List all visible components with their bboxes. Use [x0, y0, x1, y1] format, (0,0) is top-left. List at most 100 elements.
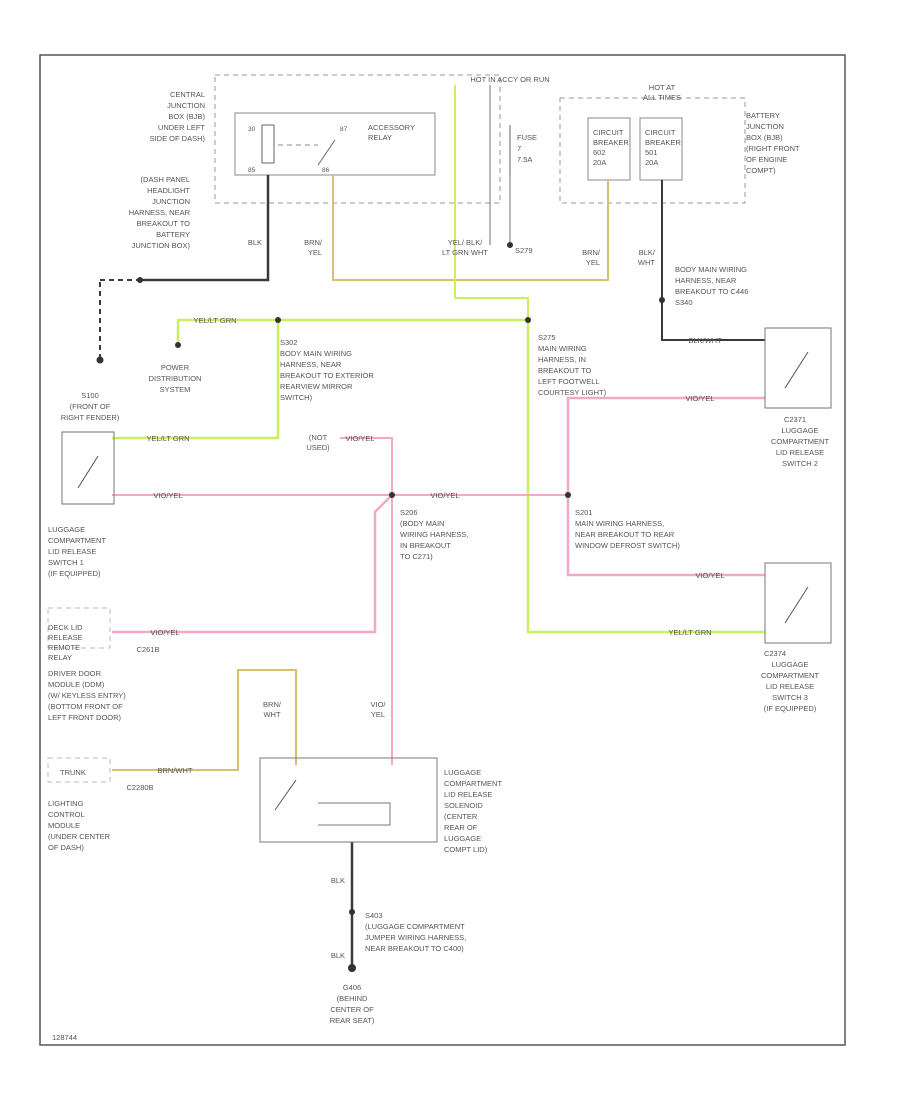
- label-line: WIRING HARNESS,: [400, 530, 468, 539]
- wire-vio-yel-deck-lid: [112, 494, 393, 634]
- label-line: DRIVER DOOR: [48, 669, 102, 678]
- wire-vio-yel-s201-switch2: [566, 396, 765, 495]
- wire-blk-wht-bjb-switch2: [661, 180, 765, 341]
- label-line: SOLENOID: [444, 801, 483, 810]
- splice-s201: [565, 492, 571, 498]
- label-line: MAIN WIRING: [538, 344, 587, 353]
- splice-bjb-blk: [659, 297, 665, 303]
- label-line: VIO/YEL: [345, 434, 374, 443]
- label-line: BLK: [331, 876, 345, 885]
- label-line: BODY MAIN WIRING: [280, 349, 352, 358]
- label-line: YEL/LT GRN: [668, 628, 711, 637]
- label-line: (BODY MAIN: [400, 519, 444, 528]
- label-line: BREAKER: [593, 138, 629, 147]
- splice-blk-top: [137, 277, 143, 283]
- label-c2280b: C2280B: [126, 783, 153, 792]
- label-line: (NOT: [309, 433, 328, 442]
- accessory-relay-box: [234, 112, 436, 176]
- label-line: BLK/: [639, 248, 656, 257]
- label-line: C2280B: [126, 783, 153, 792]
- label-w-vio-yel-deck: VIO/YEL: [150, 628, 179, 637]
- ground-s100: [96, 356, 104, 364]
- label-line: BATTERY: [156, 230, 190, 239]
- label-line: REMOTE: [48, 643, 80, 652]
- relay-pin-label: 30: [248, 126, 256, 133]
- label-line: SWITCH): [280, 393, 313, 402]
- label-line: REARVIEW MIRROR: [280, 382, 353, 391]
- label-line: LID RELEASE: [444, 790, 492, 799]
- label-line: YEL/LT GRN: [146, 434, 189, 443]
- label-line: (CENTER: [444, 812, 478, 821]
- label-line: NEAR BREAKOUT TO C400): [365, 944, 464, 953]
- label-line: BREAKER: [645, 138, 681, 147]
- label-w-brn-wht: BRN/WHT: [263, 700, 282, 719]
- label-w-blk-wht-c: BLK/WHT: [688, 336, 722, 345]
- label-line: TRUNK: [60, 768, 86, 777]
- relay-pin-label: 87: [340, 126, 348, 133]
- label-line: OF ENGINE: [746, 155, 787, 164]
- label-line: (BOTTOM FRONT OF: [48, 702, 123, 711]
- label-line: BLK: [248, 238, 262, 247]
- splice-s302: [275, 317, 281, 323]
- relay-pin-label: 86: [322, 167, 330, 174]
- label-w-vio-yel-b: VIO/YEL: [345, 434, 374, 443]
- label-line: BREAKOUT TO C446: [675, 287, 748, 296]
- label-line: HEADLIGHT: [147, 186, 190, 195]
- label-line: CENTRAL: [170, 90, 205, 99]
- label-line: COMPT): [746, 166, 776, 175]
- label-line: RIGHT FENDER): [61, 413, 120, 422]
- solenoid-box: [259, 757, 438, 843]
- label-line: JUNCTION: [167, 101, 205, 110]
- label-line: VIO/YEL: [150, 628, 179, 637]
- label-line: ACCESSORY: [368, 123, 415, 132]
- label-line: VIO/YEL: [430, 491, 459, 500]
- label-line: BOX (BJB): [168, 112, 205, 121]
- label-line: LUGGAGE: [444, 834, 481, 843]
- label-line: 602: [593, 148, 606, 157]
- label-line: RELAY: [48, 653, 72, 662]
- label-line: SWITCH 3: [772, 693, 808, 702]
- label-line: YEL: [308, 248, 322, 257]
- label-line: MAIN WIRING HARNESS,: [575, 519, 664, 528]
- label-line: JUMPER WIRING HARNESS,: [365, 933, 466, 942]
- label-line: BRN/: [582, 248, 601, 257]
- label-line: VIO/: [370, 700, 386, 709]
- switch1-box: [61, 431, 115, 505]
- label-line: RELAY: [368, 133, 392, 142]
- label-line: LUGGAGE: [771, 660, 808, 669]
- label-line: RELEASE: [48, 633, 83, 642]
- label-line: LIGHTING: [48, 799, 84, 808]
- wire-yel-grn-top: [176, 318, 765, 634]
- central-junction-box: [214, 74, 501, 204]
- label-line: (RIGHT FRONT: [746, 144, 800, 153]
- label-line: HARNESS, NEAR: [280, 360, 342, 369]
- label-line: LEFT FOOTWELL: [538, 377, 600, 386]
- label-line: (UNDER CENTER: [48, 832, 111, 841]
- wire-blk-relay-ground: [140, 175, 270, 282]
- label-line: COMPT LID): [444, 845, 488, 854]
- label-fig-id: 128744: [52, 1033, 77, 1042]
- label-line: YEL/ BLK/: [448, 238, 484, 247]
- label-w-vio-yel-s201: VIO/YEL: [695, 571, 724, 580]
- label-line: LUGGAGE: [781, 426, 818, 435]
- label-line: VIO/YEL: [685, 394, 714, 403]
- label-line: HARNESS, NEAR: [129, 208, 191, 217]
- deck-lid-relay-box: [47, 607, 111, 649]
- label-w-blk: BLK: [248, 238, 262, 247]
- diagram-frame: [39, 54, 846, 1046]
- label-line: LT GRN WHT: [442, 248, 488, 257]
- label-line: HOT IN ACCY OR RUN: [470, 75, 549, 84]
- label-line: NEAR BREAKOUT TO REAR: [575, 530, 675, 539]
